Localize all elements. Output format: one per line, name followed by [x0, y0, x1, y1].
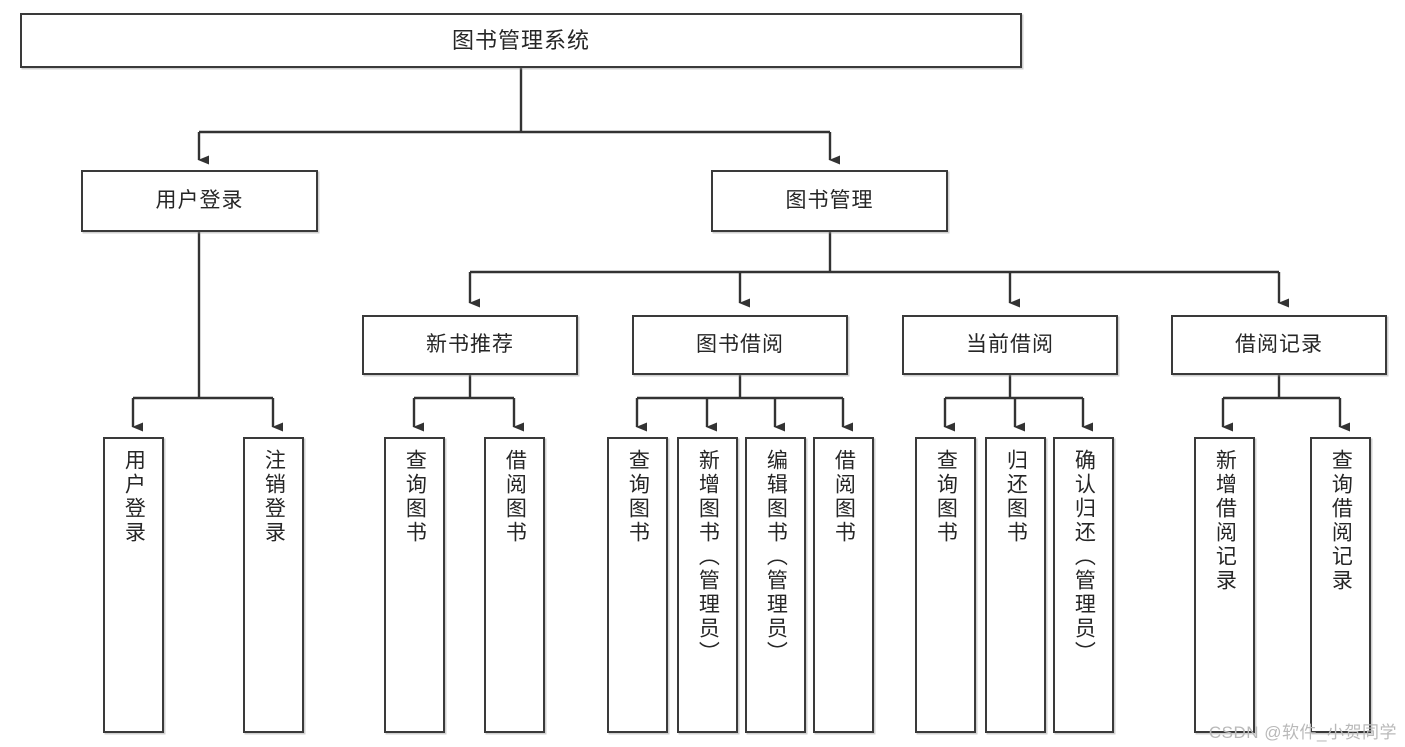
- leaf-label: 确认归还（管理员）: [1072, 449, 1096, 665]
- node-book-borrow-label: 图书借阅: [696, 332, 784, 356]
- leaf-label: 查询图书: [626, 449, 650, 545]
- node-new-book-recommend[interactable]: 新书推荐: [362, 315, 578, 375]
- leaf-label: 归还图书: [1004, 449, 1028, 545]
- leaf-label: 新增借阅记录: [1213, 449, 1237, 593]
- node-current-borrow[interactable]: 当前借阅: [902, 315, 1118, 375]
- leaf-label: 借阅图书: [832, 449, 856, 545]
- leaf-borrow-add-book[interactable]: 新增图书（管理员）: [677, 437, 738, 733]
- leaf-current-query-book[interactable]: 查询图书: [915, 437, 976, 733]
- leaf-user-login-logout[interactable]: 注销登录: [243, 437, 304, 733]
- leaf-current-return-book[interactable]: 归还图书: [985, 437, 1046, 733]
- leaf-borrow-query-book[interactable]: 查询图书: [607, 437, 668, 733]
- watermark-text: CSDN @软件_小贺同学: [1208, 723, 1397, 742]
- leaf-label: 用户登录: [122, 449, 146, 545]
- leaf-borrow-edit-book[interactable]: 编辑图书（管理员）: [745, 437, 806, 733]
- node-borrow-record[interactable]: 借阅记录: [1171, 315, 1387, 375]
- leaf-recommend-query-book[interactable]: 查询图书: [384, 437, 445, 733]
- leaf-recommend-borrow-book[interactable]: 借阅图书: [484, 437, 545, 733]
- node-new-book-recommend-label: 新书推荐: [426, 332, 514, 356]
- leaf-current-confirm-return[interactable]: 确认归还（管理员）: [1053, 437, 1114, 733]
- node-book-management-label: 图书管理: [785, 188, 874, 212]
- node-user-login-label: 用户登录: [155, 188, 244, 212]
- node-borrow-record-label: 借阅记录: [1235, 332, 1323, 356]
- leaf-label: 注销登录: [262, 449, 286, 545]
- node-user-login[interactable]: 用户登录: [81, 170, 318, 232]
- leaf-record-query-record[interactable]: 查询借阅记录: [1310, 437, 1371, 733]
- leaf-label: 查询图书: [403, 449, 427, 545]
- node-root-label: 图书管理系统: [451, 27, 590, 53]
- leaf-record-add-record[interactable]: 新增借阅记录: [1194, 437, 1255, 733]
- node-root[interactable]: 图书管理系统: [20, 13, 1022, 68]
- leaf-label: 新增图书（管理员）: [696, 449, 720, 665]
- node-book-borrow[interactable]: 图书借阅: [632, 315, 848, 375]
- leaf-label: 查询借阅记录: [1329, 449, 1353, 593]
- leaf-label: 查询图书: [934, 449, 958, 545]
- leaf-label: 编辑图书（管理员）: [764, 449, 788, 665]
- node-current-borrow-label: 当前借阅: [966, 332, 1054, 356]
- node-book-management[interactable]: 图书管理: [711, 170, 948, 232]
- leaf-user-login-login[interactable]: 用户登录: [103, 437, 164, 733]
- leaf-borrow-borrow-book[interactable]: 借阅图书: [813, 437, 874, 733]
- leaf-label: 借阅图书: [503, 449, 527, 545]
